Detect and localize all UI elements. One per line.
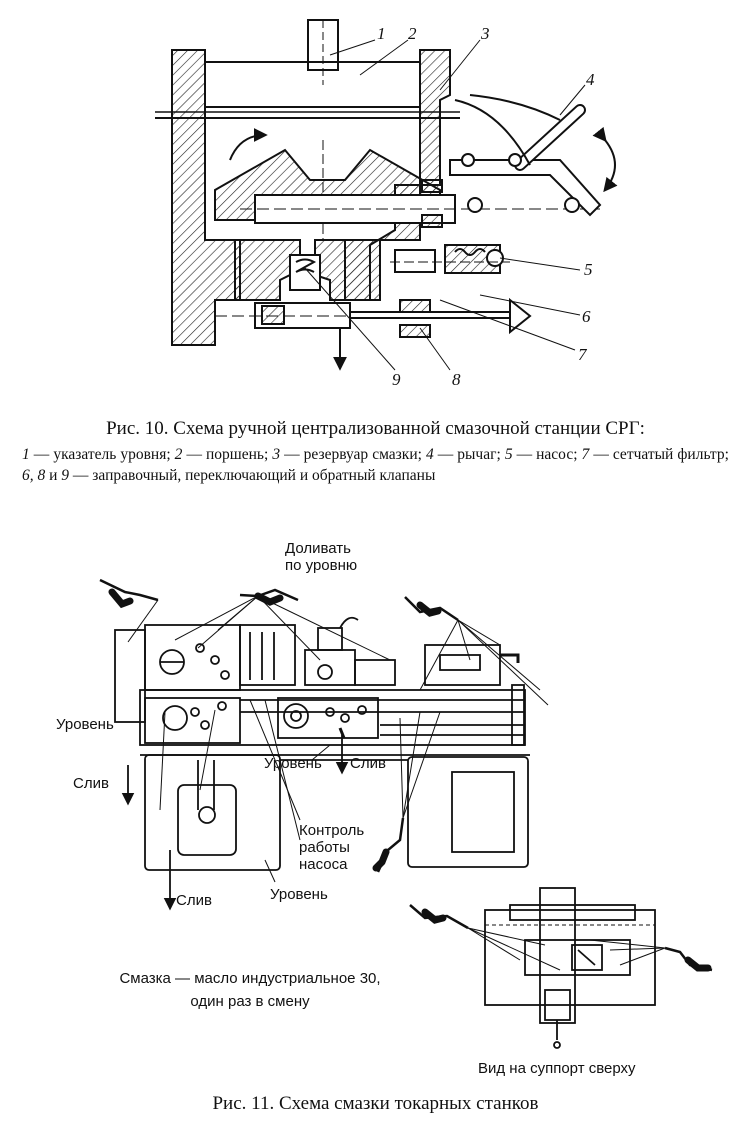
label-level-center: Уровень [264,755,322,772]
lubricant-note-line1: Смазка — масло индустриальное 30, [119,970,381,987]
lubricant-note: Смазка — масло индустриальное 30, один р… [100,970,400,1010]
label-level-left: Уровень [56,716,114,733]
label-drain-left: Слив [73,775,109,792]
label-pump-control-line3: насоса [299,856,348,873]
callout-5: 5 [584,260,593,279]
legend-num-3: 3 [272,446,281,463]
lubrication-station-diagram [155,19,618,371]
callout-1: 1 [377,24,386,43]
label-top-fill: Доливать по уровню [285,540,357,574]
figure-10-caption: Рис. 10. Схема ручной централизованной с… [106,418,645,439]
legend-num-4: 4 [425,446,434,463]
label-pump-control-line2: работы [299,839,350,856]
label-drain-bottom: Слив [176,892,212,909]
legend-text-3: — резервуар смазки; [280,446,426,463]
legend-num-7: 7 [581,446,590,463]
legend-text-4: — рычаг; [433,446,505,463]
callout-3: 3 [481,24,490,43]
figure-11-caption: Рис. 11. Схема смазки токарных станков [212,1093,539,1114]
oil-can-icon [404,596,459,622]
legend-num-5: 5 [504,446,513,463]
label-pump-control: Контроль работы насоса [299,822,364,873]
legend-num-9: 9 [61,467,70,484]
oil-can-icon [99,578,159,609]
callout-8: 8 [452,370,461,389]
legend-num-1: 1 [22,446,30,463]
callout-7: 7 [578,345,587,364]
legend-text-7: — сетчатый фильтр; [589,446,729,463]
legend-text-valves: — заправочный, переключающий и обратный … [69,467,436,484]
callout-6: 6 [582,307,591,326]
label-level-bottom: Уровень [270,886,328,903]
label-pump-control-line1: Контроль [299,822,365,839]
figure-10-legend: 1 — указатель уровня; 2 — поршень; 3 — р… [22,444,729,486]
callout-4: 4 [586,70,595,89]
legend-num-6-8: 6, 8 [22,467,46,484]
oil-can-icon [409,904,469,930]
callout-2: 2 [408,24,417,43]
lubricant-note-line2: один раз в смену [190,993,310,1010]
label-top-fill-line1: Доливать [285,540,351,557]
oil-can-icon [372,817,405,873]
legend-text-1: — указатель уровня; [29,446,175,463]
legend-text-and: и [45,467,62,484]
oil-can-icon [664,946,713,972]
legend-text-5: — насос; [512,446,582,463]
oil-can-icon [239,588,299,606]
label-saddle-view: Вид на суппорт сверху [478,1060,636,1077]
label-top-fill-line2: по уровню [285,557,358,574]
callout-9: 9 [392,370,401,389]
legend-text-2: — поршень; [182,446,273,463]
legend-num-2: 2 [174,446,183,463]
label-drain-center: Слив [350,755,386,772]
